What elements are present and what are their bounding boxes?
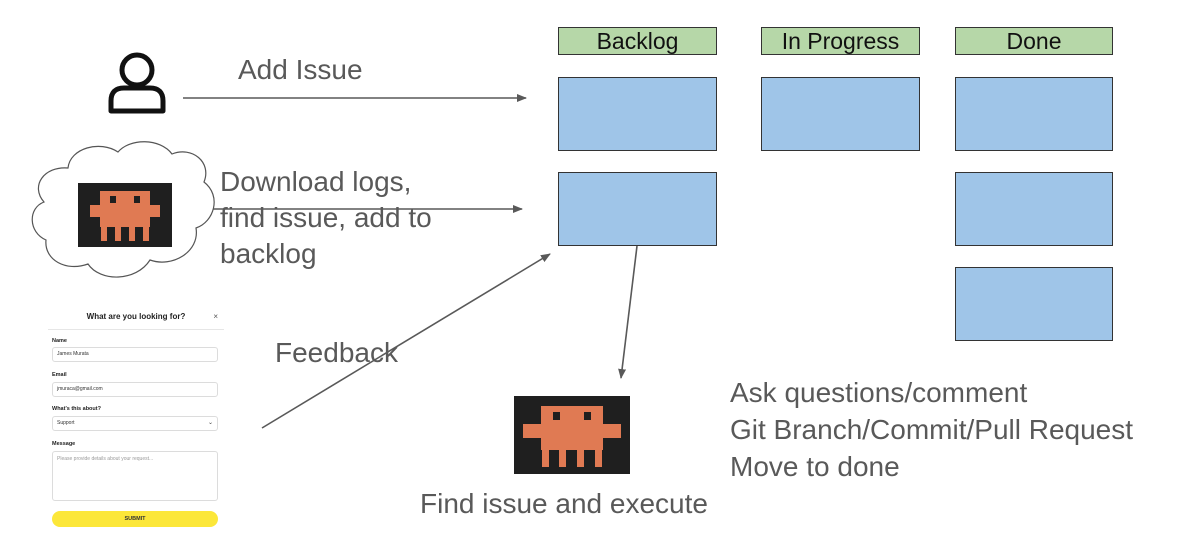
cloud-icon [31, 141, 215, 278]
form-title: What are you looking for? [86, 312, 186, 321]
name-field[interactable]: James Murata [52, 347, 218, 362]
user-icon [108, 52, 166, 114]
robot-icon [78, 183, 172, 247]
feedback-label: Feedback [275, 337, 398, 368]
about-select-value: Support [57, 420, 75, 426]
agent-step: Move to done [730, 451, 900, 482]
about-select[interactable]: Support ⌄ [52, 416, 218, 431]
download-logs-line: backlog [220, 238, 317, 269]
in-progress-card-1 [761, 77, 920, 151]
robot-icon [514, 396, 630, 474]
add-issue-label: Add Issue [238, 54, 363, 85]
name-label: Name [52, 338, 67, 344]
download-logs-line: Download logs, [220, 166, 412, 197]
form-divider [48, 329, 224, 330]
close-icon[interactable]: × [213, 312, 218, 321]
agent-step: Ask questions/comment [730, 377, 1028, 408]
arrow-backlog-to-agent [618, 245, 638, 379]
backlog-card-2 [558, 172, 717, 246]
message-field[interactable]: Please provide details about your reques… [52, 451, 218, 501]
column-header-in-progress: In Progress [761, 27, 920, 55]
chevron-down-icon: ⌄ [207, 420, 213, 426]
message-label: Message [52, 441, 76, 447]
done-card-2 [955, 172, 1113, 246]
find-issue-label: Find issue and execute [420, 488, 708, 519]
email-field[interactable]: jmuraca@gmail.com [52, 382, 218, 397]
backlog-card-1 [558, 77, 717, 151]
agent-step: Git Branch/Commit/Pull Request [730, 414, 1134, 445]
column-header-backlog: Backlog [558, 27, 717, 55]
submit-button[interactable]: SUBMIT [52, 511, 218, 527]
done-card-1 [955, 77, 1113, 151]
feedback-form: What are you looking for? × Name James M… [48, 300, 224, 532]
done-card-3 [955, 267, 1113, 341]
email-label: Email [52, 372, 67, 378]
agent-steps: Ask questions/comment Git Branch/Commit/… [730, 374, 1133, 485]
column-header-done: Done [955, 27, 1113, 55]
about-label: What's this about? [52, 406, 101, 412]
download-logs-line: find issue, add to [220, 202, 432, 233]
download-logs-label: Download logs, find issue, add to backlo… [220, 164, 432, 272]
